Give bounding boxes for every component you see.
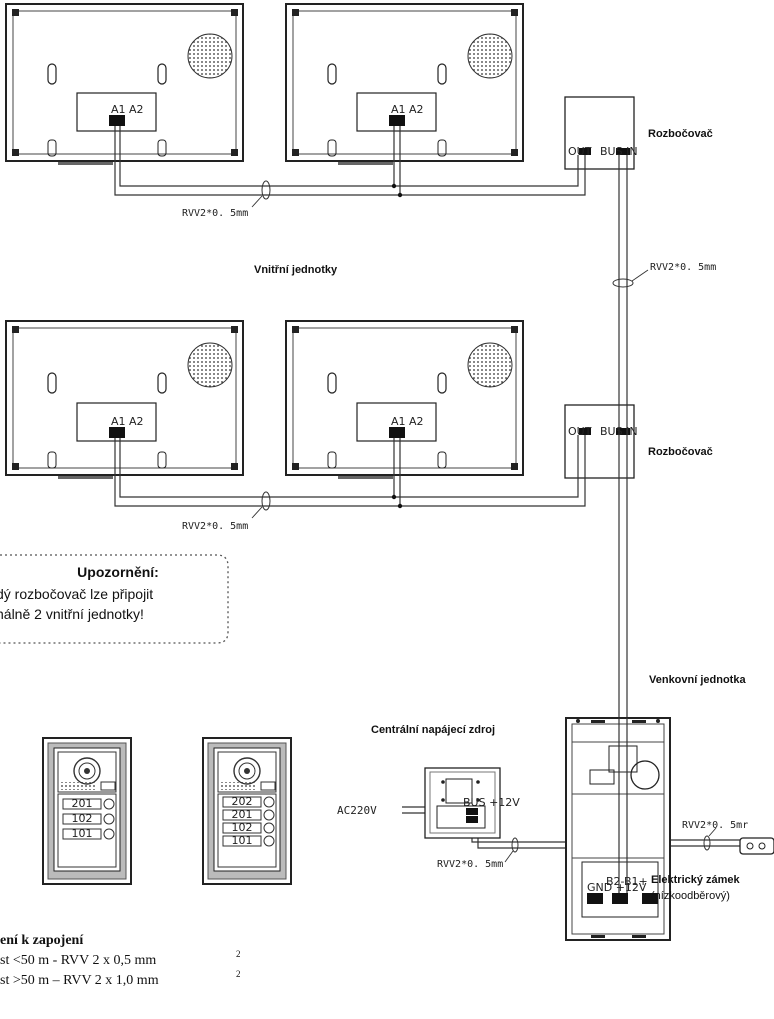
call-button-label: 202 bbox=[232, 795, 253, 808]
splitter-out-label: OUT bbox=[568, 145, 592, 158]
warning-title: Upozornění: bbox=[77, 564, 159, 580]
splitter-bottom: OUT BUS IN bbox=[564, 404, 638, 479]
door-terminal-b2: B2- bbox=[606, 875, 625, 888]
door-terminal-b1: B1+ bbox=[624, 875, 648, 888]
terminal-label: A1 A2 bbox=[391, 415, 424, 428]
warning-line-1: dý rozbočovač lze připojit bbox=[0, 586, 153, 602]
psu-terminal-label: BUS +12V bbox=[463, 796, 520, 809]
cable-label-bottom: RVV2*0. 5mm bbox=[182, 521, 248, 532]
terminal-label: A1 A2 bbox=[111, 103, 144, 116]
cable-bundle-marks bbox=[261, 180, 711, 853]
splitter-bottom-label: Rozbočovač bbox=[648, 446, 713, 458]
warning-line-2: nálně 2 vnitřní jednotky! bbox=[0, 606, 144, 622]
call-button-label: 101 bbox=[72, 827, 93, 840]
splitter-top: OUT BUS IN bbox=[564, 96, 638, 170]
outdoor-unit: GND +12V B2- B1+ bbox=[565, 717, 671, 941]
electric-lock bbox=[739, 837, 774, 855]
door-terminal-gnd: GND +12V bbox=[587, 881, 647, 894]
call-button-label: 102 bbox=[232, 821, 253, 834]
call-button-label: 201 bbox=[72, 797, 93, 810]
terminal-label: A1 A2 bbox=[111, 415, 144, 428]
call-button-label: 102 bbox=[72, 812, 93, 825]
indoor-units-label: Vnitřní jednotky bbox=[254, 264, 338, 276]
riser-into-door bbox=[618, 718, 628, 893]
wiring-note-line-2: st >50 m – RVV 2 x 1,0 mm bbox=[0, 973, 159, 988]
indoor-monitor-2: A1 A2 bbox=[285, 3, 524, 165]
door-panel-small: 201 102 101 bbox=[42, 737, 132, 885]
splitter-out-label: OUT bbox=[568, 425, 592, 438]
wiring-note-line-1: st <50 m - RVV 2 x 0,5 mm bbox=[0, 953, 156, 968]
wiring-note-sup: 2 bbox=[236, 949, 241, 959]
power-supply-label: Centrální napájecí zdroj bbox=[371, 724, 495, 736]
splitter-top-label: Rozbočovač bbox=[648, 128, 713, 140]
warning-box: Upozornění: dý rozbočovač lze připojit n… bbox=[0, 554, 229, 644]
cable-label-top: RVV2*0. 5mm bbox=[182, 208, 248, 219]
wiring-note-sup: 2 bbox=[236, 969, 241, 979]
indoor-monitor-4: A1 A2 bbox=[285, 320, 524, 479]
electric-lock-label: Elektrický zámek bbox=[651, 874, 741, 886]
splitter-bus-label: BUS IN bbox=[600, 145, 638, 158]
door-panel-large: 202 201 102 101 bbox=[202, 737, 292, 885]
indoor-monitor-1: A1 A2 bbox=[5, 3, 244, 165]
wiring-note-title: ení k zapojení bbox=[0, 933, 84, 948]
outdoor-unit-label: Venkovní jednotka bbox=[649, 674, 746, 686]
cable-label-riser: RVV2*0. 5mm bbox=[650, 262, 716, 273]
power-supply-unit: BUS +12V bbox=[424, 767, 520, 839]
wire-junctions bbox=[391, 183, 403, 509]
call-button-label: 201 bbox=[232, 808, 253, 821]
wiring-note: ení k zapojení st <50 m - RVV 2 x 0,5 mm… bbox=[0, 933, 241, 988]
ac-input-label: AC220V bbox=[337, 804, 377, 817]
electric-lock-note: (nízkoodběrový) bbox=[651, 890, 730, 902]
cable-label-power: RVV2*0. 5mm bbox=[437, 859, 503, 870]
terminal-label: A1 A2 bbox=[391, 103, 424, 116]
call-button-label: 101 bbox=[232, 834, 253, 847]
cable-label-lock: RVV2*0. 5mr bbox=[682, 820, 748, 831]
indoor-monitor-3: A1 A2 bbox=[5, 320, 244, 479]
